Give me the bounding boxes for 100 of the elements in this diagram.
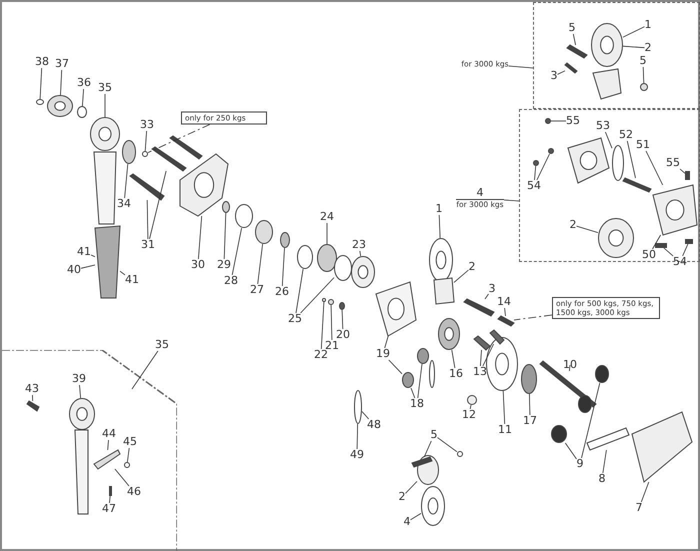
washer-part xyxy=(222,201,230,213)
callout-number: 38 xyxy=(35,56,49,68)
callout-number: 10 xyxy=(563,359,577,371)
callout-number: 5 xyxy=(640,55,646,67)
gear-part xyxy=(578,395,592,413)
handle-grip xyxy=(95,226,120,298)
plate-part xyxy=(568,138,609,183)
leader-line xyxy=(550,120,566,122)
hub-part xyxy=(351,256,375,288)
leader-line xyxy=(622,26,645,38)
leader-line xyxy=(356,424,358,450)
nut-part xyxy=(533,160,539,166)
sprocket-part xyxy=(438,318,460,350)
leader-line xyxy=(484,294,489,300)
leader-line xyxy=(642,66,644,84)
ring-part xyxy=(47,95,73,117)
shaft-part xyxy=(623,178,651,192)
callout-number: 4 xyxy=(456,187,504,200)
leader-line xyxy=(536,154,550,180)
ring-part xyxy=(77,106,87,118)
leader-line xyxy=(107,440,109,450)
callout-number: 3 xyxy=(550,70,558,82)
leader-line xyxy=(514,314,552,320)
callout-number: 35 xyxy=(98,82,112,94)
leader-line xyxy=(90,254,96,258)
leader-line xyxy=(104,94,106,118)
lever-part xyxy=(69,398,95,430)
nut-part xyxy=(457,451,463,457)
leader-line xyxy=(410,388,416,398)
hook-block xyxy=(434,278,454,304)
pin-part xyxy=(498,316,514,326)
lever-part xyxy=(75,430,88,514)
leader-line xyxy=(451,350,456,368)
leader-line xyxy=(470,404,472,410)
washer-part xyxy=(322,298,326,302)
callout-number: 52 xyxy=(619,129,633,141)
leader-line xyxy=(640,482,650,502)
spring-part xyxy=(339,302,345,310)
nut-part xyxy=(545,118,551,124)
leader-line xyxy=(296,268,304,314)
callout-number: 24 xyxy=(320,211,334,223)
leader-line xyxy=(146,200,148,240)
detail-panel xyxy=(533,2,700,109)
leader-line xyxy=(605,132,612,149)
hook-part xyxy=(421,486,445,526)
callout-number: 44 xyxy=(102,428,116,440)
washer-part xyxy=(36,99,44,105)
lever-part xyxy=(94,152,116,224)
pawl-part xyxy=(94,450,120,469)
leader-line xyxy=(148,124,210,153)
callout-number: 41 xyxy=(77,246,91,258)
callout-number: 29 xyxy=(217,259,231,271)
callout-number: 54 xyxy=(673,256,687,268)
callout-number: 20 xyxy=(336,329,350,341)
callout-number: 17 xyxy=(523,415,537,427)
gear-part xyxy=(317,244,337,272)
leader-line xyxy=(40,68,42,100)
callout-number: 2 xyxy=(468,261,476,273)
cover-part xyxy=(632,412,692,482)
callout-number: 47 xyxy=(102,503,116,515)
pin-part xyxy=(474,336,490,350)
callout-number: 4 xyxy=(404,516,410,528)
callout-number: 55 xyxy=(666,157,680,169)
chain-part xyxy=(612,145,624,181)
plate-part xyxy=(653,185,697,235)
leader-line xyxy=(626,140,636,178)
callout-number: 31 xyxy=(141,239,155,251)
callout-number: 35 xyxy=(155,339,169,351)
callout-number: 1 xyxy=(436,203,442,215)
leader-line xyxy=(198,216,202,260)
leader-line xyxy=(504,200,520,202)
leader-line xyxy=(300,277,334,314)
hook-part xyxy=(591,23,623,67)
leader-line xyxy=(572,34,576,46)
callout-number: 19 xyxy=(376,348,390,360)
callout-number: 53 xyxy=(596,120,610,132)
leader-line xyxy=(120,270,126,276)
leader-line xyxy=(80,264,96,269)
callout-number: 18 xyxy=(410,398,424,410)
bolt-part xyxy=(170,136,202,159)
leader-line xyxy=(124,164,128,198)
leader-line xyxy=(149,170,166,240)
leader-line xyxy=(424,440,432,458)
leader-line xyxy=(504,308,506,316)
leader-line xyxy=(360,250,361,256)
gear-part xyxy=(417,348,429,364)
leader-line xyxy=(405,481,418,494)
callout-number: 5 xyxy=(430,429,438,441)
leader-line xyxy=(682,244,688,256)
pin-part xyxy=(464,299,494,316)
callout-number: 13 xyxy=(473,366,487,378)
callout-number: 16 xyxy=(449,368,463,380)
leader-line xyxy=(664,248,674,256)
callout-number: 22 xyxy=(314,349,328,361)
ring-part xyxy=(124,462,130,468)
callout-number: 8 xyxy=(598,473,606,485)
leader-line xyxy=(502,390,506,424)
callout-number: 40 xyxy=(67,264,81,276)
hook-part xyxy=(429,238,453,282)
callout-number: 2 xyxy=(398,491,406,503)
